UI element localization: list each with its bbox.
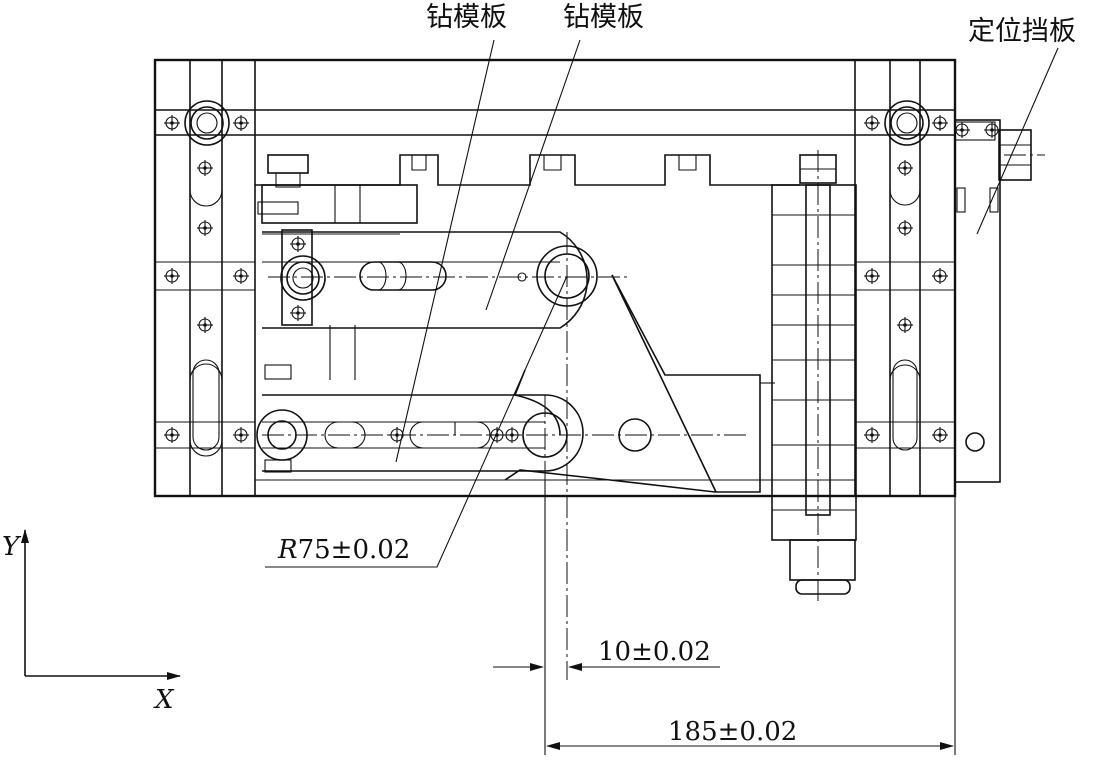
bearing-rings [184,100,930,301]
axis-y-label: Y [2,532,22,562]
leader-lines [265,39,1059,568]
drill-plate-label-1: 钻模板 [426,2,507,33]
angled-bracket [504,274,775,493]
radius-symbol: R [277,535,298,565]
main-frame [153,58,957,498]
vertical-screw-assembly [771,154,857,595]
coordinate-axis [21,529,181,680]
drill-plate-label-2: 钻模板 [563,2,644,33]
small-dimension-label: 10±0.02 [598,637,711,667]
locating-stop-plate [953,119,1032,483]
axis-x-label: X [153,685,175,715]
left-clamp-assembly [257,154,418,473]
radius-value: 75±0.02 [298,535,411,565]
center-lines [262,150,1045,680]
t-slot-rail [255,154,800,186]
large-dimension-label: 185±0.02 [668,717,797,747]
dimension-lines [493,480,956,755]
lower-drill-plate [256,394,584,472]
locating-stop-label: 定位挡板 [968,16,1076,47]
radius-dimension-label: R75±0.02 [277,535,410,565]
left-column [155,60,256,496]
